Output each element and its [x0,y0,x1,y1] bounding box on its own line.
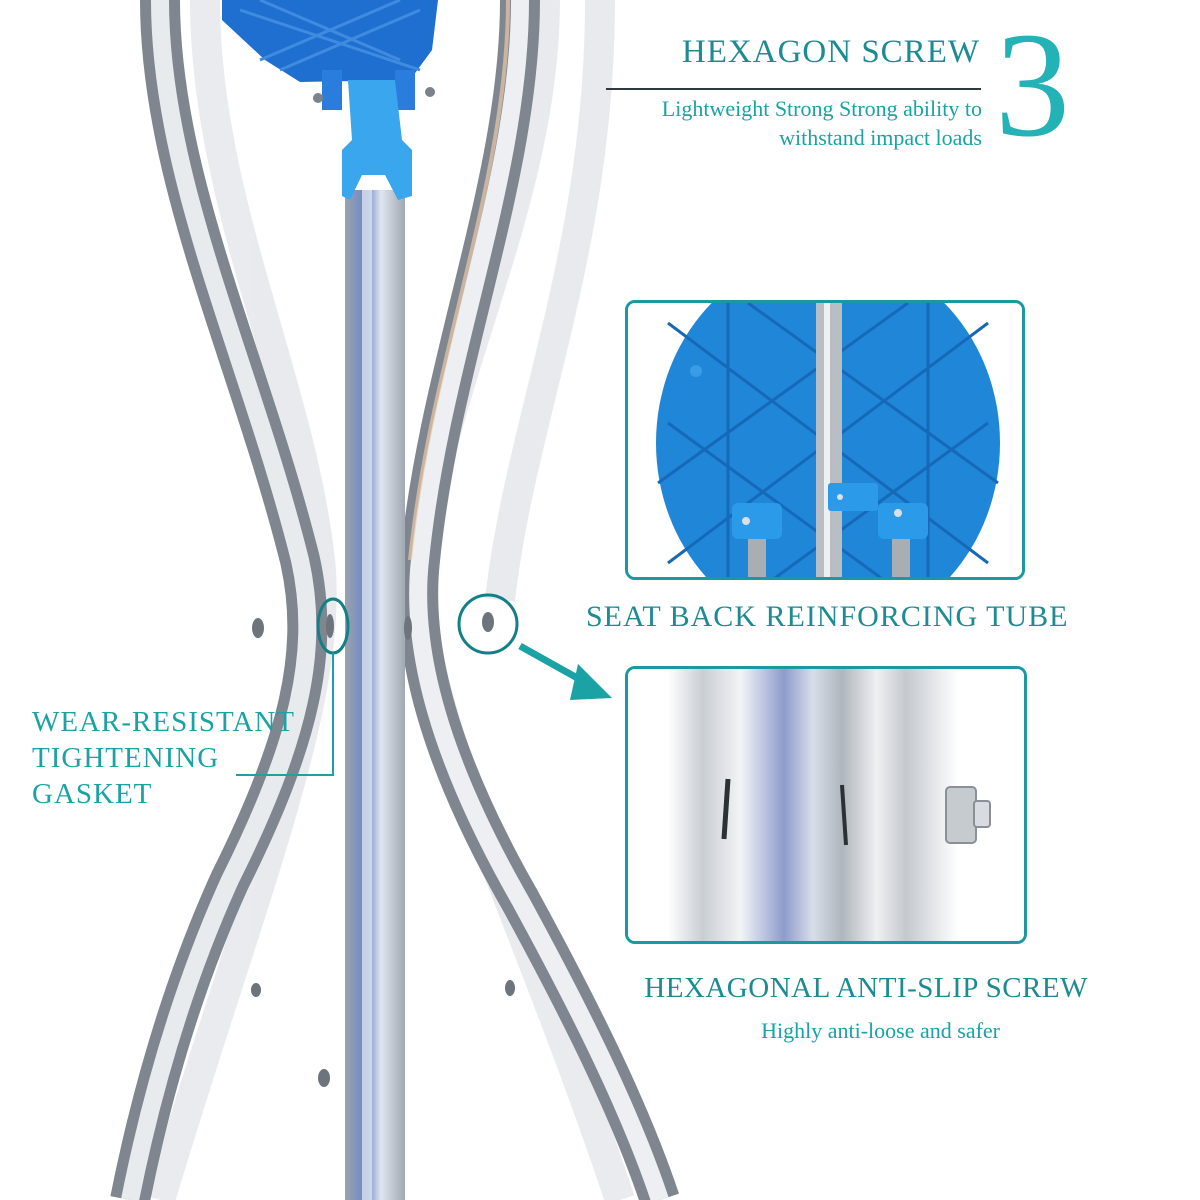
seat-back-tube-label: SEAT BACK REINFORCING TUBE [586,600,1069,633]
header-title: HEXAGON SCREW [681,34,980,70]
header-subtitle: Lightweight Strong Strong ability to wit… [540,94,982,152]
screw-closeup-image [628,669,1024,941]
feature-number: 3 [995,2,1070,168]
seat-underside-panel [625,300,1025,580]
header-subtitle-line2: withstand impact loads [779,125,982,150]
gasket-label: WEAR-RESISTANT TIGHTENING GASKET [32,704,295,812]
hex-screw-title: HEXAGONAL ANTI-SLIP SCREW [644,972,1088,1004]
gasket-label-line3: GASKET [32,778,153,810]
center-pole [345,190,405,1200]
header-divider [606,88,981,90]
gasket-label-line2: TIGHTENING [32,742,220,774]
arrow-head-icon [570,664,612,700]
screw-closeup-panel [625,666,1027,944]
seat-underside-image [628,303,1022,577]
header-subtitle-line1: Lightweight Strong Strong ability to [661,96,982,121]
frame-screws [251,612,515,1087]
gasket-label-line1: WEAR-RESISTANT [32,706,295,738]
hex-screw-subtitle: Highly anti-loose and safer [761,1018,1000,1043]
blue-seat [222,0,438,200]
callout-markers [236,593,519,776]
